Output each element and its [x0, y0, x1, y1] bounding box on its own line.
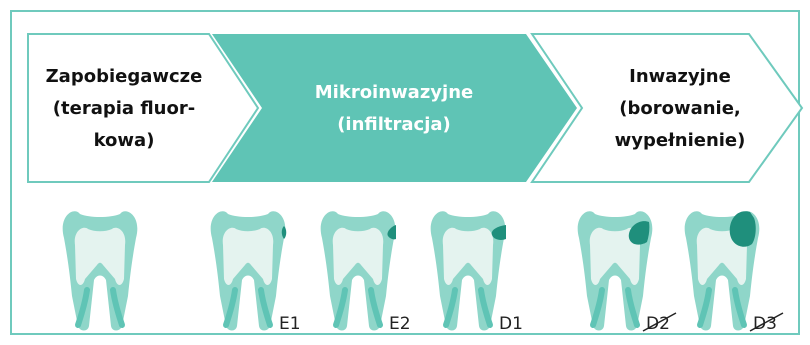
stage-label-line: (terapia fluor- — [53, 98, 195, 119]
tooth-4: D1 — [431, 211, 523, 334]
tooth-dentin — [223, 228, 274, 285]
stage-arrow-shape — [212, 34, 577, 182]
stage-label-line: Zapobiegawcze — [46, 66, 203, 87]
teeth-row: E1 E2 D1 D2 D3 — [63, 211, 783, 334]
stage-label-line: kowa) — [94, 130, 155, 151]
stage-label-line: (borowanie, — [619, 98, 741, 119]
tooth-label: D3 — [753, 314, 777, 334]
tooth-dentin — [443, 228, 494, 285]
tooth-enamel — [321, 211, 396, 330]
tooth-enamel — [211, 211, 286, 330]
tooth-enamel — [431, 211, 506, 330]
stage-label-line: (infiltracja) — [337, 114, 451, 135]
tooth-label: D1 — [499, 314, 523, 334]
stage-label-line: wypełnienie) — [615, 130, 746, 151]
tooth-dentin — [333, 228, 384, 285]
tooth-2: E1 — [211, 211, 301, 334]
tooth-label: E2 — [389, 314, 411, 334]
tooth-label: D2 — [646, 314, 670, 334]
tooth-dentin — [75, 228, 126, 285]
stage-arrow-1: Zapobiegawcze (terapia fluor-kowa) — [28, 34, 258, 182]
stage-label-line: Inwazyjne — [629, 66, 731, 87]
tooth-enamel — [63, 211, 138, 330]
tooth-3: E2 — [321, 211, 411, 334]
stage-arrow-2: Mikroinwazyjne (infiltracja) — [212, 34, 577, 182]
stage-label-line: Mikroinwazyjne — [315, 82, 473, 103]
tooth-6: D3 — [685, 211, 783, 334]
tooth-5: D2 — [578, 211, 676, 334]
tooth-label: E1 — [279, 314, 301, 334]
tooth-1 — [63, 211, 138, 330]
stage-arrows: Zapobiegawcze (terapia fluor-kowa) Mikroin… — [28, 34, 802, 182]
